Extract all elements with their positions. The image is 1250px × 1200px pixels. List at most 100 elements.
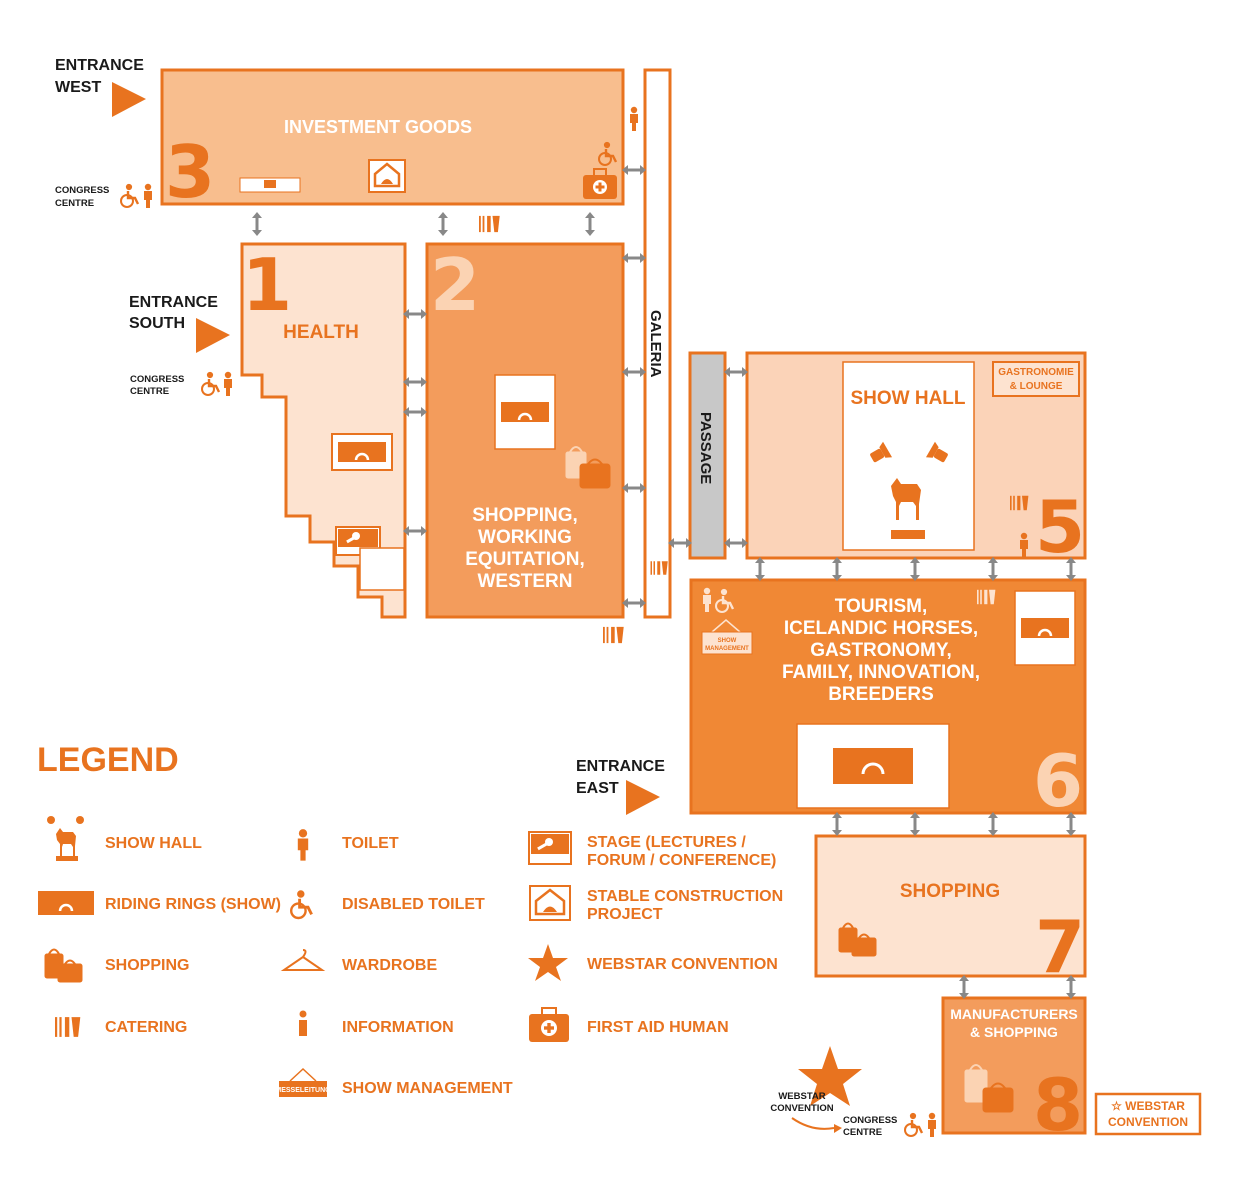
gastronomie-lounge-badge: GASTRONOMIE & LOUNGE <box>992 361 1080 397</box>
wardrobe-icon <box>280 949 326 971</box>
hall-3-number: 3 <box>165 130 215 214</box>
svg-text:WEST: WEST <box>55 79 101 96</box>
toilet-icon <box>630 106 638 131</box>
shopping-icon <box>565 446 611 489</box>
svg-text:EAST: EAST <box>576 780 619 797</box>
svg-text:FAMILY, INNOVATION,: FAMILY, INNOVATION, <box>782 662 980 683</box>
entrance-east[interactable]: ENTRANCE EAST <box>576 758 665 815</box>
svg-text:WARDROBE: WARDROBE <box>342 957 437 974</box>
riding-ring-icon <box>38 891 94 915</box>
hall-6-number: 6 <box>1033 739 1083 823</box>
legend-item-stage: STAGE (LECTURES / FORUM / CONFERENCE) <box>528 831 776 869</box>
svg-text:FORUM / CONFERENCE): FORUM / CONFERENCE) <box>587 852 776 869</box>
congress-centre-west[interactable]: CONGRESS CENTRE <box>55 183 152 209</box>
svg-text:PROJECT: PROJECT <box>587 906 663 923</box>
svg-text:ENTRANCE: ENTRANCE <box>55 57 144 74</box>
svg-text:ICELANDIC HORSES,: ICELANDIC HORSES, <box>784 618 978 639</box>
svg-text:& LOUNGE: & LOUNGE <box>1010 381 1063 392</box>
svg-text:BREEDERS: BREEDERS <box>828 684 934 705</box>
galeria-label: GALERIA <box>647 310 664 378</box>
hall-5-name: SHOW HALL <box>850 388 965 409</box>
disabled-toilet-icon <box>289 889 314 920</box>
congress-centre-south[interactable]: CONGRESS CENTRE <box>130 371 232 397</box>
svg-text:SHOPPING: SHOPPING <box>105 957 189 974</box>
hall-5-number: 5 <box>1035 485 1085 569</box>
show-hall-icon <box>870 441 948 539</box>
legend-item-first-aid: FIRST AID HUMAN <box>529 1007 729 1042</box>
show-management-icon: SHOW MANAGEMENT <box>701 619 753 655</box>
entrance-south-arrow <box>196 318 230 353</box>
passage[interactable]: PASSAGE <box>688 351 727 560</box>
toilet-icon <box>928 1112 936 1137</box>
svg-text:GASTRONOMIE: GASTRONOMIE <box>998 367 1074 378</box>
hall-1-stage-area <box>359 547 405 591</box>
svg-text:WORKING: WORKING <box>478 527 572 548</box>
passage-label: PASSAGE <box>697 412 714 484</box>
svg-text:SHOW MANAGEMENT: SHOW MANAGEMENT <box>342 1080 513 1097</box>
legend-item-webstar: WEBSTAR CONVENTION <box>528 944 778 981</box>
galeria[interactable]: GALERIA <box>643 68 672 619</box>
shopping-icon <box>964 1064 1014 1113</box>
hall-3-name: INVESTMENT GOODS <box>284 117 472 137</box>
hall-5[interactable]: SHOW HALL GASTRONOMIE & LOUNGE 5 <box>745 351 1087 569</box>
stage-icon <box>528 831 572 865</box>
svg-text:ENTRANCE: ENTRANCE <box>129 294 218 311</box>
webstar-path-arrow <box>791 1117 835 1130</box>
entrance-west[interactable]: ENTRANCE WEST <box>55 57 146 117</box>
hall-6-name: TOURISM, ICELANDIC HORSES, GASTRONOMY, F… <box>782 596 980 705</box>
show-hall-icon <box>47 816 84 861</box>
webstar-convention-icon <box>528 944 568 981</box>
hall-7-name: SHOPPING <box>900 881 1000 902</box>
legend-item-show-hall: SHOW HALL <box>47 816 202 861</box>
svg-text:SOUTH: SOUTH <box>129 315 185 332</box>
legend-item-toilet: TOILET <box>297 829 399 861</box>
catering-icon <box>479 215 500 233</box>
svg-text:WEBSTAR CONVENTION: WEBSTAR CONVENTION <box>587 956 778 973</box>
legend-item-show-management: MESSELEITUNG SHOW MANAGEMENT <box>275 1067 513 1097</box>
hall-7-number: 7 <box>1035 905 1085 989</box>
webstar-star-icon <box>798 1046 862 1106</box>
catering-icon <box>55 1017 81 1037</box>
svg-text:INFORMATION: INFORMATION <box>342 1019 454 1036</box>
hall-8-name: MANUFACTURERS & SHOPPING <box>950 1006 1078 1040</box>
svg-text:☆ WEBSTAR: ☆ WEBSTAR <box>1111 1099 1185 1113</box>
entrance-west-arrow <box>112 82 146 117</box>
hall-1[interactable]: 1 HEALTH <box>240 242 407 619</box>
hall-2[interactable]: 2 SHOPPING, WORKING EQUITATION, WESTERN <box>425 242 625 619</box>
svg-text:CENTRE: CENTRE <box>843 1127 882 1138</box>
svg-text:CATERING: CATERING <box>105 1019 187 1036</box>
entrance-south[interactable]: ENTRANCE SOUTH <box>129 294 230 353</box>
hall-1-name: HEALTH <box>283 322 359 343</box>
svg-text:MANUFACTURERS: MANUFACTURERS <box>950 1006 1078 1022</box>
svg-text:EQUITATION,: EQUITATION, <box>465 549 585 570</box>
riding-ring-icon <box>1014 590 1076 666</box>
legend: LEGEND SHOW HALL RIDING RINGS (SHOW) SHO… <box>37 741 783 1097</box>
hall-8[interactable]: MANUFACTURERS & SHOPPING 8 <box>941 996 1087 1147</box>
disabled-toilet-icon <box>200 371 221 397</box>
legend-item-disabled-toilet: DISABLED TOILET <box>289 889 485 920</box>
webstar-convention-logo[interactable]: WEBSTAR CONVENTION <box>770 1046 862 1133</box>
hall-7[interactable]: SHOPPING 7 <box>814 834 1087 989</box>
svg-text:STABLE CONSTRUCTION: STABLE CONSTRUCTION <box>587 888 783 905</box>
legend-item-riding-rings: RIDING RINGS (SHOW) <box>38 891 281 915</box>
stable-construction-icon <box>529 885 571 921</box>
disabled-toilet-icon <box>903 1112 924 1138</box>
svg-text:GASTRONOMY,: GASTRONOMY, <box>810 640 951 661</box>
catering-icon <box>603 626 624 644</box>
hall-6[interactable]: SHOW MANAGEMENT TOURISM, ICELANDIC HORSE… <box>689 578 1087 823</box>
svg-text:SHOPPING,: SHOPPING, <box>472 505 578 526</box>
congress-centre-east[interactable]: CONGRESS CENTRE <box>843 1112 936 1138</box>
legend-item-information: INFORMATION <box>299 1010 454 1036</box>
hall-1-number: 1 <box>242 243 292 327</box>
first-aid-icon <box>583 168 617 199</box>
svg-text:TOURISM,: TOURISM, <box>835 596 928 617</box>
show-management-icon: MESSELEITUNG <box>275 1067 331 1097</box>
svg-text:CONVENTION: CONVENTION <box>1108 1115 1188 1129</box>
hall-3[interactable]: INVESTMENT GOODS 3 <box>160 68 638 214</box>
webstar-convention-badge[interactable]: ☆ WEBSTAR CONVENTION <box>1094 1092 1202 1136</box>
legend-item-shopping: SHOPPING <box>44 948 189 983</box>
svg-text:CONGRESS: CONGRESS <box>130 374 184 385</box>
svg-text:WEBSTAR: WEBSTAR <box>778 1091 825 1102</box>
svg-text:CONGRESS: CONGRESS <box>843 1115 897 1126</box>
